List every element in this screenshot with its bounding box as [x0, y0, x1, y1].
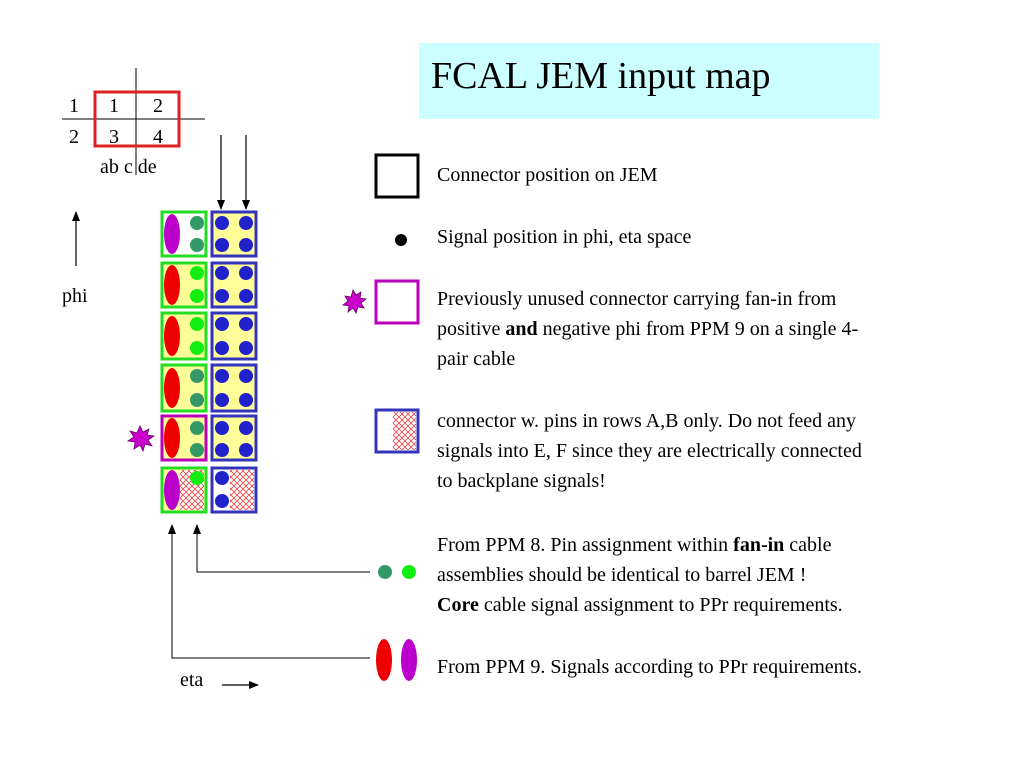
grid-row-label-1: 1: [69, 95, 79, 117]
legend-partial-line3: to backplane signals!: [437, 470, 606, 492]
connector-left-row2: [160, 261, 208, 309]
legend-connector-text: Connector position on JEM: [437, 164, 658, 186]
legend-ppm8-text: From PPM 8. Pin assignment within fan-in…: [437, 530, 843, 620]
connector-right-row1: [210, 210, 258, 258]
legend-magenta-oval-icon: [401, 639, 417, 681]
legend-partial-text: connector w. pins in rows A,B only. Do n…: [437, 406, 862, 496]
leader-line-ppm8: [193, 524, 370, 573]
grid-cell-2: 2: [153, 95, 163, 117]
connector-right-row6: [210, 466, 258, 514]
legend-ppm8-line2: assemblies should be identical to barrel…: [437, 564, 807, 586]
legend-burst-icon: [342, 289, 367, 314]
legend-partial-connector-icon: [374, 408, 420, 454]
connector-right-row3: [210, 311, 258, 361]
legend-unused-text: Previously unused connector carrying fan…: [437, 284, 858, 374]
grid-cell-3: 3: [109, 126, 119, 148]
legend-signal-text: Signal position in phi, eta space: [437, 226, 692, 248]
leader-line-ppm9: [168, 524, 370, 659]
legend-dark-green-dot-icon: [378, 565, 392, 579]
title-box: FCAL JEM input map: [419, 43, 879, 119]
legend-ppm9-text: From PPM 9. Signals according to PPr req…: [437, 656, 862, 678]
legend-partial-line1: connector w. pins in rows A,B only. Do n…: [437, 410, 857, 432]
grid-lines: [62, 68, 205, 175]
connector-left-row6: [160, 466, 208, 514]
connector-right-row5: [210, 414, 258, 462]
grid-red-box: [93, 90, 181, 148]
legend-unused-line2: positive and negative phi from PPM 9 on …: [437, 318, 859, 340]
connector-left-row3: [160, 311, 208, 361]
legend-red-oval-icon: [376, 639, 392, 681]
legend-unused-connector-icon: [374, 279, 420, 325]
connector-right-row4: [210, 363, 258, 413]
phi-label: phi: [62, 285, 88, 307]
eta-label: eta: [180, 669, 204, 691]
legend-connector-icon: [374, 153, 420, 199]
connector-left-row4: [160, 363, 208, 413]
grid-row-label-2: 2: [69, 126, 79, 148]
connector-right-row2: [210, 261, 258, 309]
legend-unused-line3: pair cable: [437, 348, 516, 370]
burst-icon: [126, 425, 156, 453]
legend-bright-green-dot-icon: [402, 565, 416, 579]
connector-left-row1: [160, 210, 208, 258]
legend-unused-line1: Previously unused connector carrying fan…: [437, 288, 837, 310]
page-title: FCAL JEM input map: [431, 55, 771, 97]
grid-column-labels: ab c de: [100, 156, 157, 178]
legend-signal-dot-icon: [395, 234, 407, 246]
grid-cell-1: 1: [109, 95, 119, 117]
legend-ppm8-line1: From PPM 8. Pin assignment within fan-in…: [437, 534, 832, 556]
legend-partial-line2: signals into E, F since they are electri…: [437, 440, 862, 462]
grid-cell-4: 4: [153, 126, 163, 148]
connector-left-row5: [160, 414, 208, 462]
legend-ppm8-line3: Core cable signal assignment to PPr requ…: [437, 594, 843, 616]
